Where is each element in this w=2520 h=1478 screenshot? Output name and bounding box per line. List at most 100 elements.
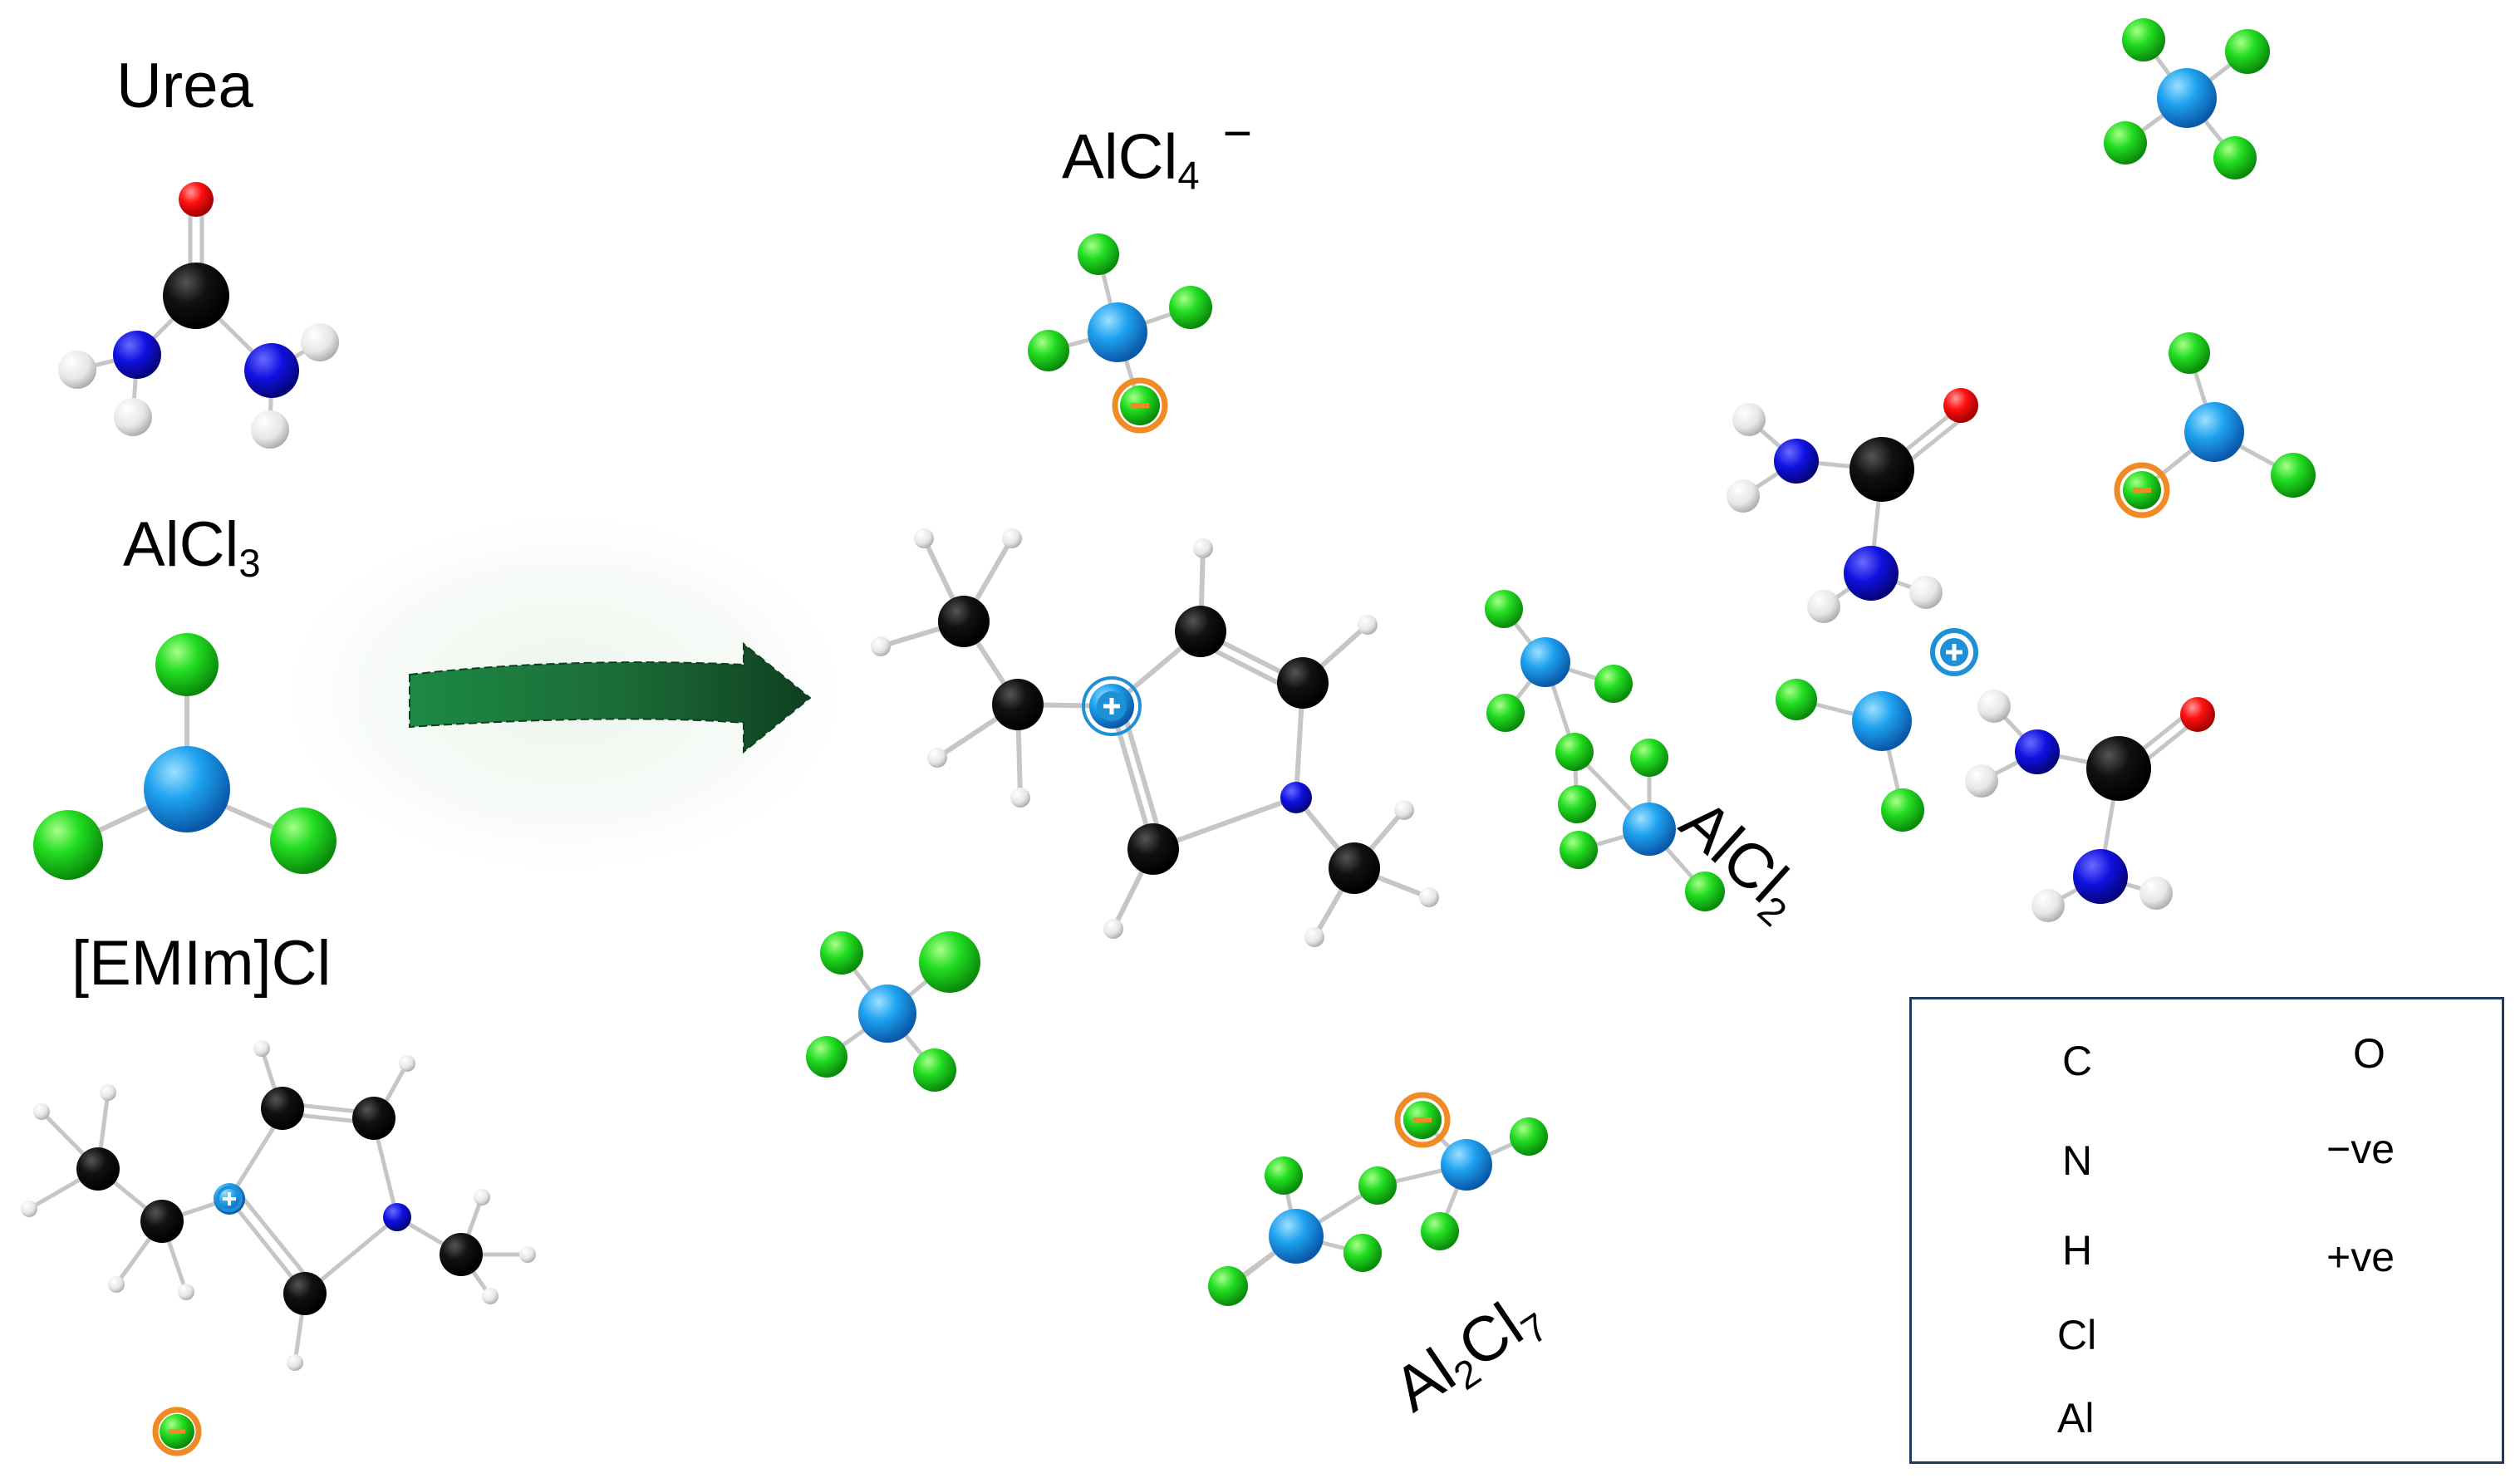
atom-nitrogen xyxy=(113,331,161,379)
urea-molecule-right-lower xyxy=(1965,690,2215,922)
atom-hydrogen xyxy=(287,1354,303,1371)
atom-nitrogen xyxy=(2015,729,2060,774)
chloride-anion xyxy=(152,1407,202,1456)
emimcl-molecule xyxy=(21,1040,536,1371)
atom-hydrogen xyxy=(2139,876,2173,910)
label-urea: Urea xyxy=(116,51,253,121)
atom-hydrogen xyxy=(1193,538,1213,558)
atom-hydrogen xyxy=(58,351,96,389)
atom-hydrogen xyxy=(1010,788,1030,808)
atom-chlorine xyxy=(1685,872,1725,911)
atom-nitrogen xyxy=(244,343,299,398)
atom-chlorine xyxy=(913,1048,956,1092)
atom-chlorine xyxy=(1485,590,1523,628)
atom-hydrogen xyxy=(1103,919,1123,939)
atom-carbon xyxy=(1277,657,1329,709)
atom-chlorine xyxy=(1776,679,1817,720)
positive-charge-icon xyxy=(216,1186,243,1212)
alcl4-molecule-top-right xyxy=(2104,18,2270,179)
label-alcl4-anion: AlCl4− xyxy=(1062,105,1253,198)
atom-aluminium xyxy=(1269,1209,1324,1264)
atom-hydrogen xyxy=(108,1276,125,1293)
atom-chlorine xyxy=(1358,1166,1397,1205)
atom-hydrogen xyxy=(253,1040,270,1057)
atom-nitrogen xyxy=(1844,546,1899,601)
label-emimcl: [EMIm]Cl xyxy=(71,928,332,999)
alcl-complex-right xyxy=(1776,679,1924,832)
atom-carbon xyxy=(938,596,990,647)
atom-nitrogen xyxy=(383,1203,411,1231)
atom-aluminium xyxy=(1520,637,1570,687)
atom-hydrogen xyxy=(482,1288,499,1304)
atom-hydrogen xyxy=(33,1103,50,1120)
atom-carbon xyxy=(352,1097,395,1140)
al2cl7-anion xyxy=(1208,1092,1548,1306)
atom-hydrogen xyxy=(21,1201,37,1217)
atom-carbon xyxy=(2086,736,2151,801)
atom-hydrogen xyxy=(1977,690,2011,723)
atom-aluminium xyxy=(1623,803,1676,856)
legend-label-nitrogen: N xyxy=(2062,1137,2093,1184)
atom-chlorine xyxy=(1265,1156,1303,1195)
positive-charge-icon xyxy=(1097,691,1127,721)
legend-label-positive: +ve xyxy=(2326,1234,2395,1280)
atom-chlorine xyxy=(1169,286,1212,329)
atom-chlorine xyxy=(2271,453,2316,498)
alcl4-molecule xyxy=(806,931,980,1092)
atom-chlorine xyxy=(806,1036,847,1078)
atom-chlorine xyxy=(1560,831,1598,869)
atom-carbon xyxy=(261,1087,304,1130)
atom-hydrogen xyxy=(1358,615,1378,635)
atom-carbon xyxy=(440,1233,483,1276)
atom-nitrogen xyxy=(1774,439,1819,484)
atom-hydrogen xyxy=(1002,528,1022,548)
atom-chlorine xyxy=(1208,1266,1248,1306)
atom-hydrogen xyxy=(100,1084,116,1101)
legend-label-oxygen: O xyxy=(2353,1030,2385,1077)
atom-carbon xyxy=(1849,437,1914,502)
atom-hydrogen xyxy=(1394,800,1414,820)
atom-aluminium xyxy=(1088,302,1147,362)
atom-hydrogen xyxy=(399,1055,415,1072)
legend-label-negative: −ve xyxy=(2326,1126,2395,1172)
legend-label-hydrogen: H xyxy=(2062,1227,2093,1274)
atom-hydrogen xyxy=(1727,479,1760,513)
alcl4-anion-right xyxy=(2114,332,2316,518)
atom-carbon xyxy=(1127,823,1179,875)
atom-chlorine xyxy=(1555,733,1594,771)
atom-carbon xyxy=(1175,606,1226,657)
atom-chlorine xyxy=(1594,665,1633,703)
atom-hydrogen xyxy=(301,323,339,361)
atom-chlorine xyxy=(1421,1212,1459,1250)
atom-chlorine xyxy=(2169,332,2210,374)
label-alcl3: AlCl3 xyxy=(123,509,261,586)
atom-carbon xyxy=(163,263,229,329)
atom-hydrogen xyxy=(474,1189,490,1205)
atom-hydrogen xyxy=(114,398,152,436)
atom-hydrogen xyxy=(2031,889,2065,922)
atom-chlorine xyxy=(2122,18,2165,61)
atom-chlorine xyxy=(1028,330,1069,371)
atom-carbon xyxy=(76,1147,120,1191)
atom-hydrogen xyxy=(519,1246,536,1263)
atom-chlorine xyxy=(1558,785,1596,823)
atom-chlorine xyxy=(1344,1234,1382,1272)
atom-hydrogen xyxy=(914,528,934,548)
atom-aluminium xyxy=(2157,68,2217,128)
reaction-arrow xyxy=(409,641,812,754)
atom-chlorine xyxy=(1078,233,1119,275)
legend-label-chlorine: Cl xyxy=(2057,1312,2097,1358)
atom-oxygen xyxy=(179,182,214,217)
atom-chlorine xyxy=(2225,29,2270,74)
atom-chlorine xyxy=(820,931,863,975)
atom-hydrogen xyxy=(1909,576,1943,609)
legend-label-carbon: C xyxy=(2062,1038,2093,1084)
positive-charge-icon xyxy=(1930,628,1978,676)
alcl4-anion xyxy=(1028,233,1212,434)
atom-chlorine xyxy=(1510,1117,1548,1156)
atom-hydrogen xyxy=(1419,887,1439,907)
legend-box xyxy=(1909,997,2504,1464)
emim-cation xyxy=(871,528,1439,947)
atom-chlorine xyxy=(1881,788,1924,832)
atom-hydrogen xyxy=(1807,590,1840,623)
